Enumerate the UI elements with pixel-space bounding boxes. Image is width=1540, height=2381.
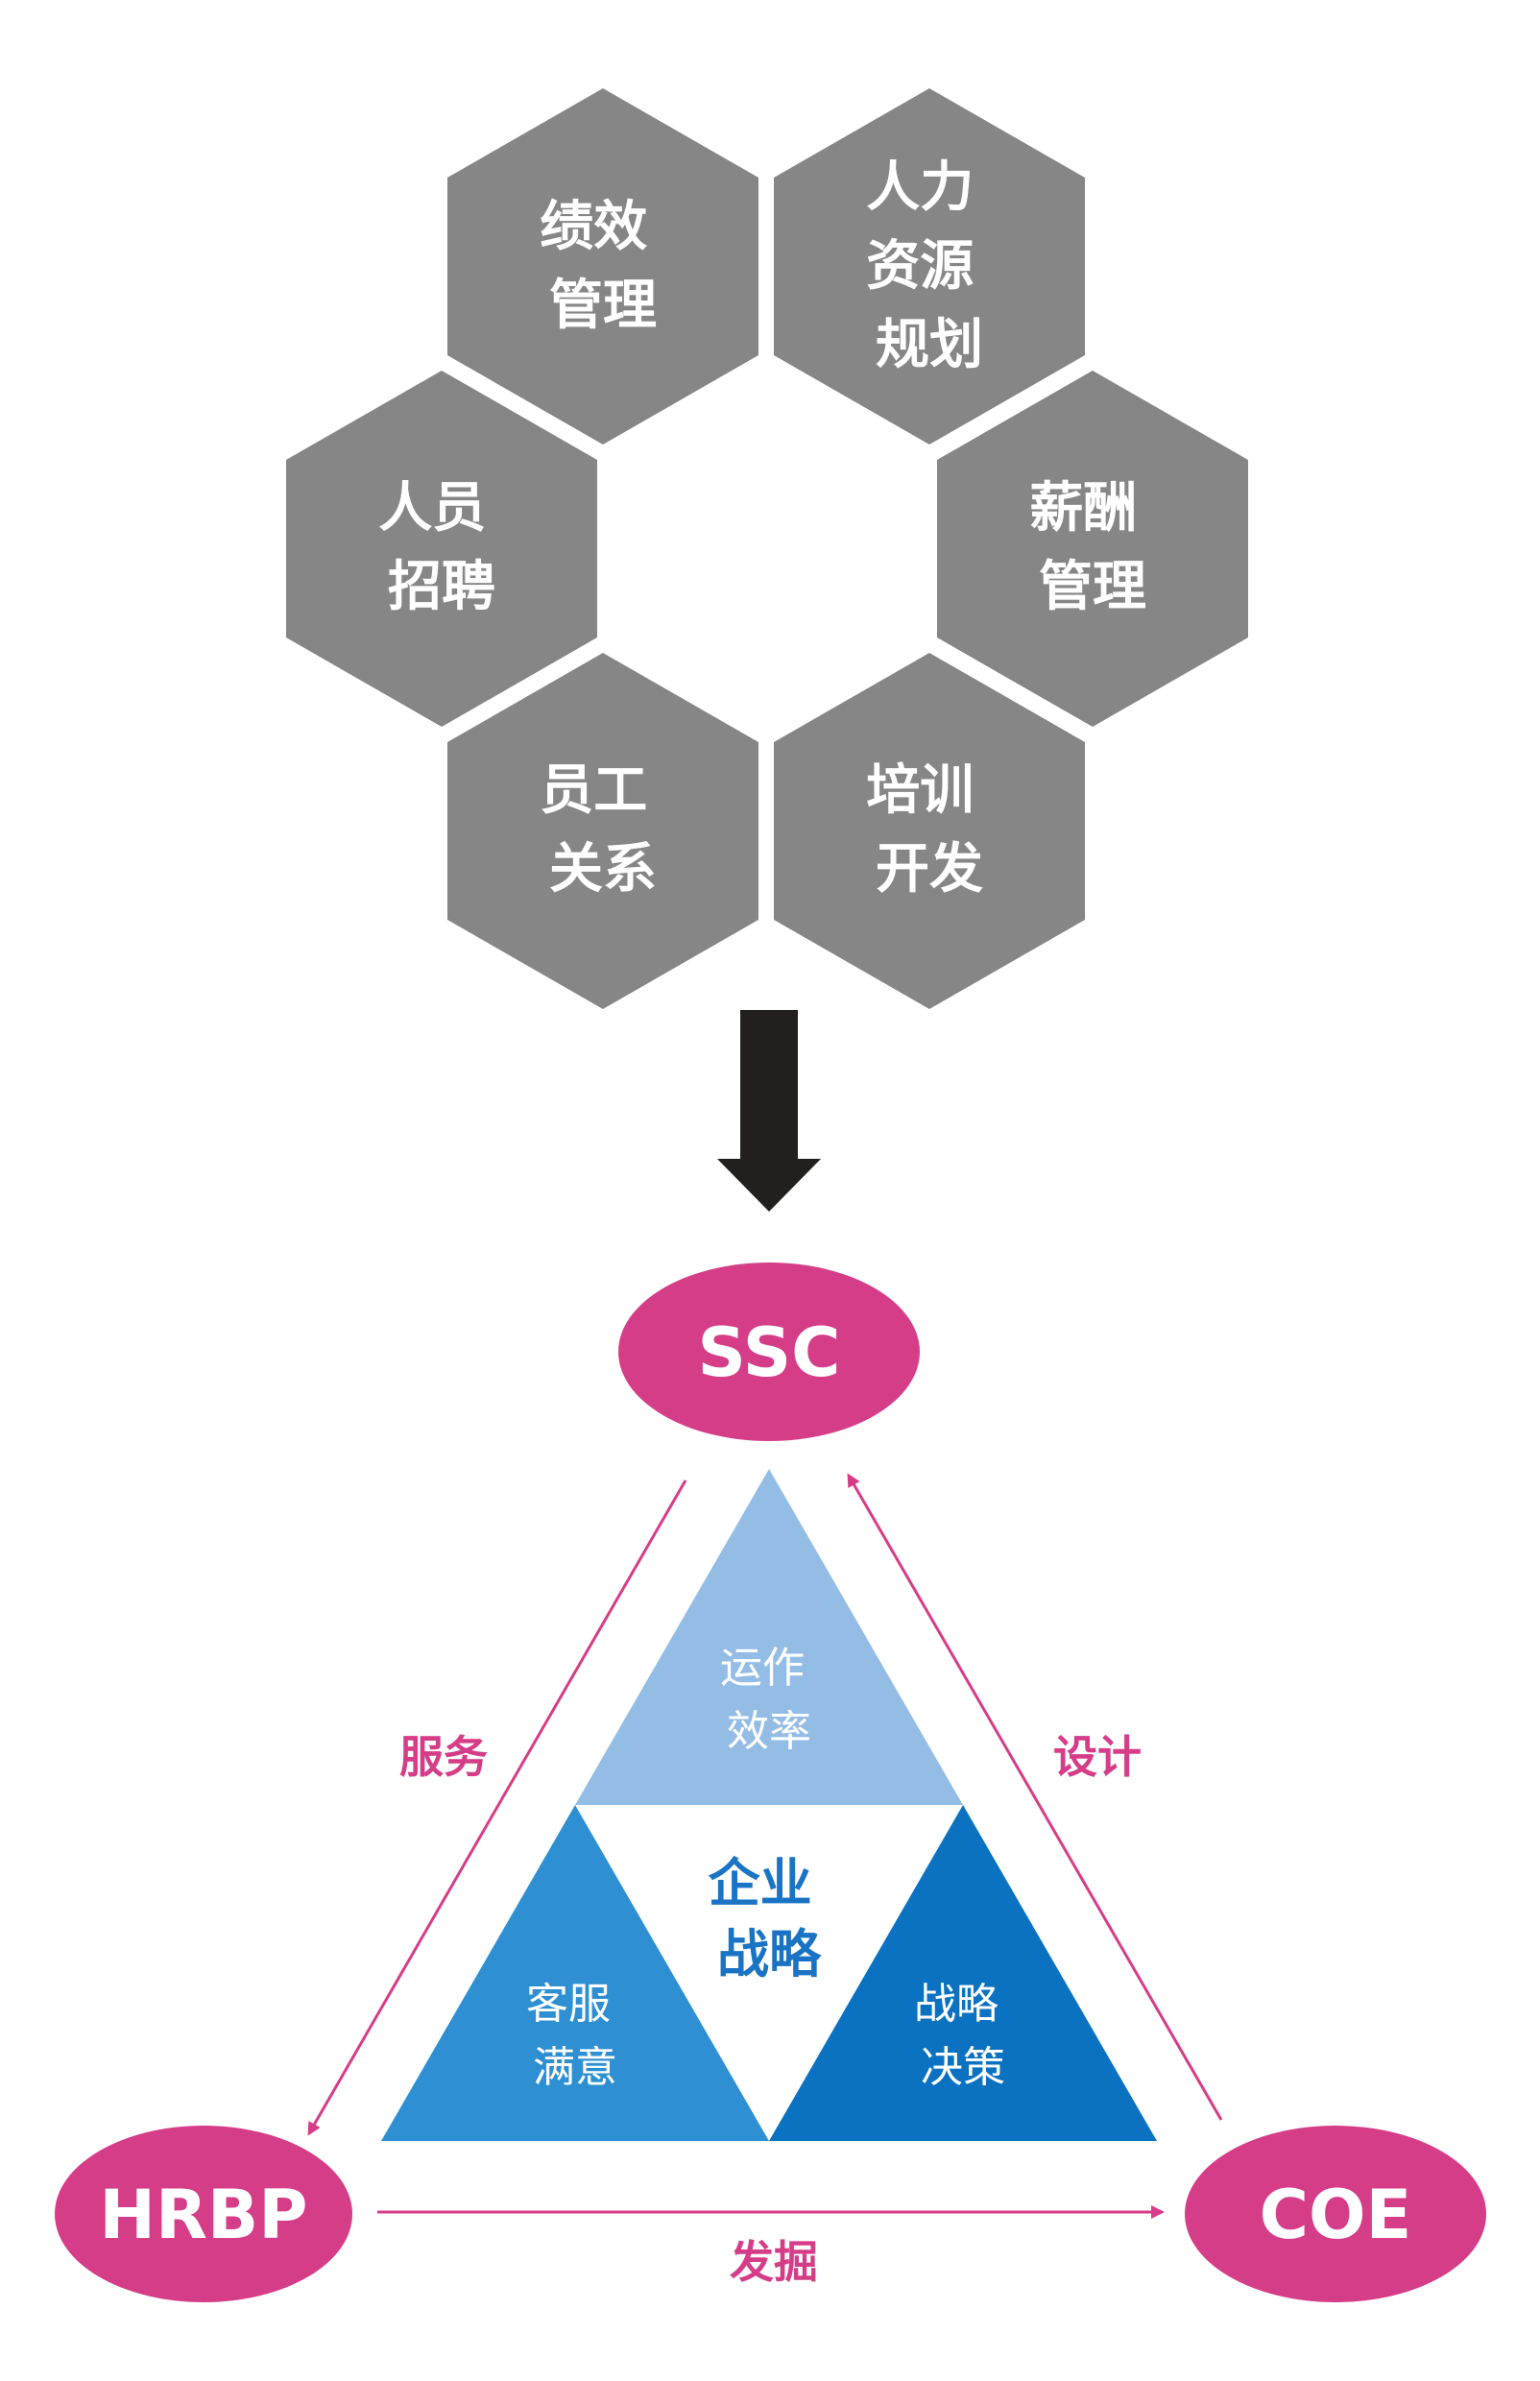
strategy-triangle: 运作 效率 客服 满意 战略 决策 企业 战略: [381, 1469, 1157, 2141]
node-coe-label: COE: [1260, 2176, 1412, 2254]
node-ssc-label: SSC: [697, 1313, 840, 1392]
triangle-label-line: 战略: [914, 1980, 999, 2029]
hexagon-label-line: 人力: [866, 156, 974, 219]
node-hrbp-ellipse: [55, 2126, 352, 2302]
hexagon-shape: [774, 88, 1085, 445]
hexagon-label: 培训 开发: [866, 759, 993, 901]
hexagon-label-line: 薪酬: [1029, 477, 1137, 540]
hexagon-label-line: 资源: [866, 235, 974, 298]
triangle-label-line: 决策: [921, 2043, 1005, 2092]
hexagon-label-line: 管理: [549, 275, 657, 337]
triangle-center-label: 企业 战略: [709, 1853, 830, 1984]
node-coe: COE: [1185, 2126, 1486, 2302]
triangle-label-line: 效率: [727, 1707, 811, 1756]
triangle-left-label: 客服 满意: [526, 1980, 624, 2092]
hexagon-label-line: 关系: [549, 838, 657, 901]
hexagon-shape: [937, 371, 1248, 727]
hexagon-shape: [774, 653, 1085, 1009]
hexagon-label-line: 管理: [1039, 556, 1146, 618]
triangle-center-line: 战略: [717, 1924, 822, 1984]
hexagon-compensation-management: 薪酬 管理: [937, 371, 1248, 727]
hexagon-label-line: 规划: [876, 314, 983, 376]
triangle-label-line: 满意: [533, 2043, 617, 2092]
hexagon-label-line: 开发: [876, 838, 983, 901]
hexagon-shape: [447, 88, 758, 445]
hexagon-label: 绩效 管理: [540, 196, 666, 337]
node-hrbp-label: HRBP: [99, 2176, 307, 2254]
hexagon-performance-management: 绩效 管理: [447, 88, 758, 445]
hexagon-label-line: 人员: [378, 477, 486, 540]
arrow-label-discover: 发掘: [730, 2236, 818, 2288]
hexagon-employee-relations: 员工 关系: [447, 653, 758, 1009]
down-arrow-icon: [717, 1010, 821, 1212]
hexagon-label: 人员 招聘: [378, 477, 505, 618]
hexagon-training-development: 培训 开发: [774, 653, 1085, 1009]
hexagon-label-line: 招聘: [388, 556, 495, 618]
triangle-right-strategic-decision: [769, 1805, 1157, 2141]
hexagon-cluster: 绩效 管理 人力 资源 规划 人员 招聘 薪酬 管理: [286, 88, 1248, 1009]
triangle-label-line: 客服: [526, 1980, 611, 2029]
hexagon-label-line: 员工: [540, 759, 647, 822]
hexagon-label: 薪酬 管理: [1029, 477, 1156, 618]
node-coe-ellipse: [1185, 2126, 1486, 2302]
triangle-top-operation-efficiency: [575, 1469, 963, 1805]
node-hrbp: HRBP: [55, 2126, 352, 2302]
hexagon-label-line: 培训: [866, 759, 974, 822]
hexagon-label: 员工 关系: [540, 759, 666, 901]
hexagon-label-line: 绩效: [540, 196, 647, 258]
triangle-left-customer-satisfaction: [381, 1805, 769, 2141]
relation-arrows: 服务 设计 发掘: [307, 1473, 1223, 2288]
triangle-right-label: 战略 决策: [914, 1980, 1012, 2092]
arrow-coe-to-ssc: [847, 1473, 1223, 2121]
node-ssc-ellipse: [618, 1263, 920, 1441]
hexagon-shape: [447, 653, 758, 1009]
hexagon-recruitment: 人员 招聘: [286, 371, 597, 727]
triangle-top-label: 运作 效率: [720, 1644, 818, 1756]
node-ssc: SSC: [618, 1263, 920, 1441]
arrow-ssc-to-hrbp: [307, 1479, 687, 2136]
hexagon-hr-planning: 人力 资源 规划: [774, 88, 1085, 445]
hexagon-label: 人力 资源 规划: [866, 156, 993, 376]
triangle-center-line: 企业: [709, 1853, 812, 1913]
arrow-label-service: 服务: [399, 1731, 488, 1783]
triangle-label-line: 运作: [720, 1644, 805, 1693]
hexagon-shape: [286, 371, 597, 727]
arrow-label-design: 设计: [1053, 1731, 1142, 1783]
